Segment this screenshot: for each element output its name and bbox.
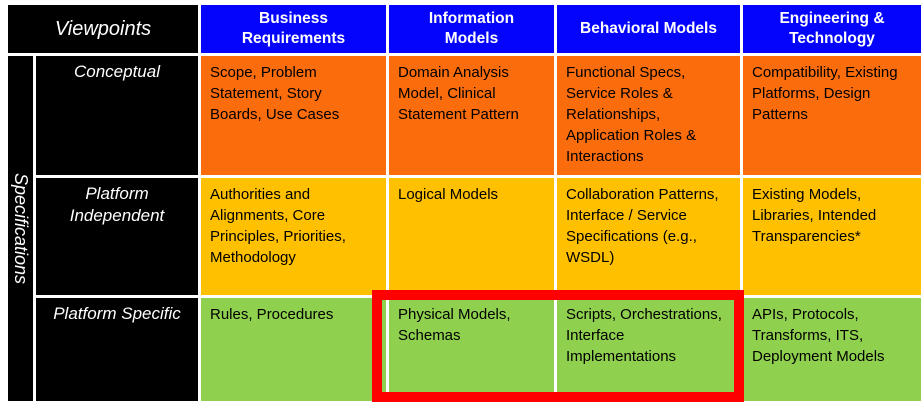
matrix-grid: Viewpoints Business Requirements Informa… xyxy=(8,5,921,401)
row-header-platform-specific: Platform Specific xyxy=(36,298,198,401)
row-header-conceptual: Conceptual xyxy=(36,56,198,175)
column-header-behavioral-models: Behavioral Models xyxy=(557,5,740,53)
viewpoints-corner-header: Viewpoints xyxy=(8,5,198,53)
specifications-axis-label: Specifications xyxy=(11,172,31,285)
cell-conceptual-information-models: Domain Analysis Model, Clinical Statemen… xyxy=(389,56,554,175)
cell-conceptual-business-requirements: Scope, Problem Statement, Story Boards, … xyxy=(201,56,386,175)
cell-platform-independent-behavioral-models: Collaboration Patterns, Interface / Serv… xyxy=(557,178,740,295)
column-header-engineering-technology: Engineering & Technology xyxy=(743,5,921,53)
row-header-platform-independent: Platform Independent xyxy=(36,178,198,295)
cell-platform-specific-business-requirements: Rules, Procedures xyxy=(201,298,386,401)
cell-platform-independent-engineering-technology: Existing Models, Libraries, Intended Tra… xyxy=(743,178,921,295)
cell-platform-specific-behavioral-models: Scripts, Orchestrations, Interface Imple… xyxy=(557,298,740,401)
cell-platform-specific-engineering-technology: APIs, Protocols, Transforms, ITS, Deploy… xyxy=(743,298,921,401)
specifications-axis-strip: Specifications xyxy=(8,56,33,401)
column-header-information-models: Information Models xyxy=(389,5,554,53)
column-header-business-requirements: Business Requirements xyxy=(201,5,386,53)
cell-platform-specific-information-models: Physical Models, Schemas xyxy=(389,298,554,401)
cell-conceptual-behavioral-models: Functional Specs, Service Roles & Relati… xyxy=(557,56,740,175)
cell-conceptual-engineering-technology: Compatibility, Existing Platforms, Desig… xyxy=(743,56,921,175)
cell-platform-independent-information-models: Logical Models xyxy=(389,178,554,295)
cell-platform-independent-business-requirements: Authorities and Alignments, Core Princip… xyxy=(201,178,386,295)
